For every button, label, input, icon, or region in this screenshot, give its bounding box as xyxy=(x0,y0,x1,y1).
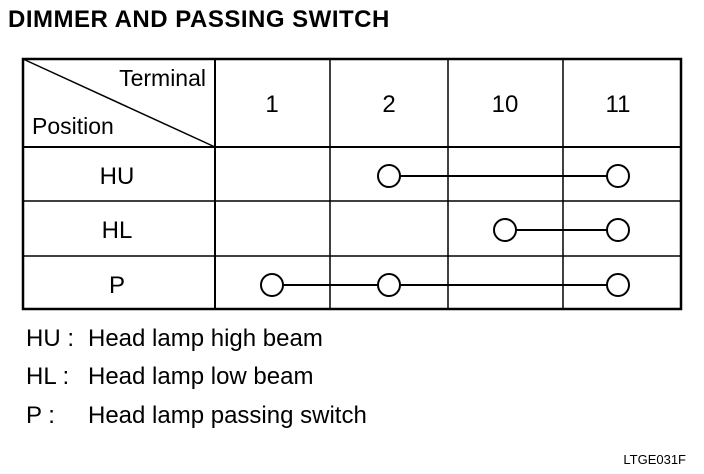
legend-description: Head lamp high beam xyxy=(88,325,323,352)
legend-description: Head lamp low beam xyxy=(88,363,314,390)
connection-terminal-circle xyxy=(606,218,630,242)
column-header-1: 1 xyxy=(265,91,278,118)
column-header-2: 2 xyxy=(382,91,395,118)
terminal-header: Terminal xyxy=(119,65,206,91)
connection-terminal-circle xyxy=(493,218,517,242)
corner-diagonal xyxy=(22,58,216,148)
legend-abbreviation: P : xyxy=(26,402,55,429)
column-header-11: 11 xyxy=(606,91,631,118)
row-label-p: P xyxy=(109,272,125,299)
connection-terminal-circle xyxy=(606,164,630,188)
figure-code: LTGE031F xyxy=(623,452,686,467)
connection-terminal-circle xyxy=(260,273,284,297)
legend-abbreviation: HL : xyxy=(26,363,70,390)
table-border xyxy=(21,57,683,311)
position-header: Position xyxy=(32,113,114,139)
legend-abbreviation: HU : xyxy=(26,325,74,352)
connection-terminal-circle xyxy=(606,273,630,297)
column-header-10: 10 xyxy=(492,91,519,118)
row-label-hl: HL xyxy=(102,217,133,244)
row-label-hu: HU xyxy=(100,163,135,190)
connection-terminal-circle xyxy=(377,164,401,188)
connection-terminal-circle xyxy=(377,273,401,297)
page-title: DIMMER AND PASSING SWITCH xyxy=(8,6,390,33)
legend-description: Head lamp passing switch xyxy=(88,402,367,429)
